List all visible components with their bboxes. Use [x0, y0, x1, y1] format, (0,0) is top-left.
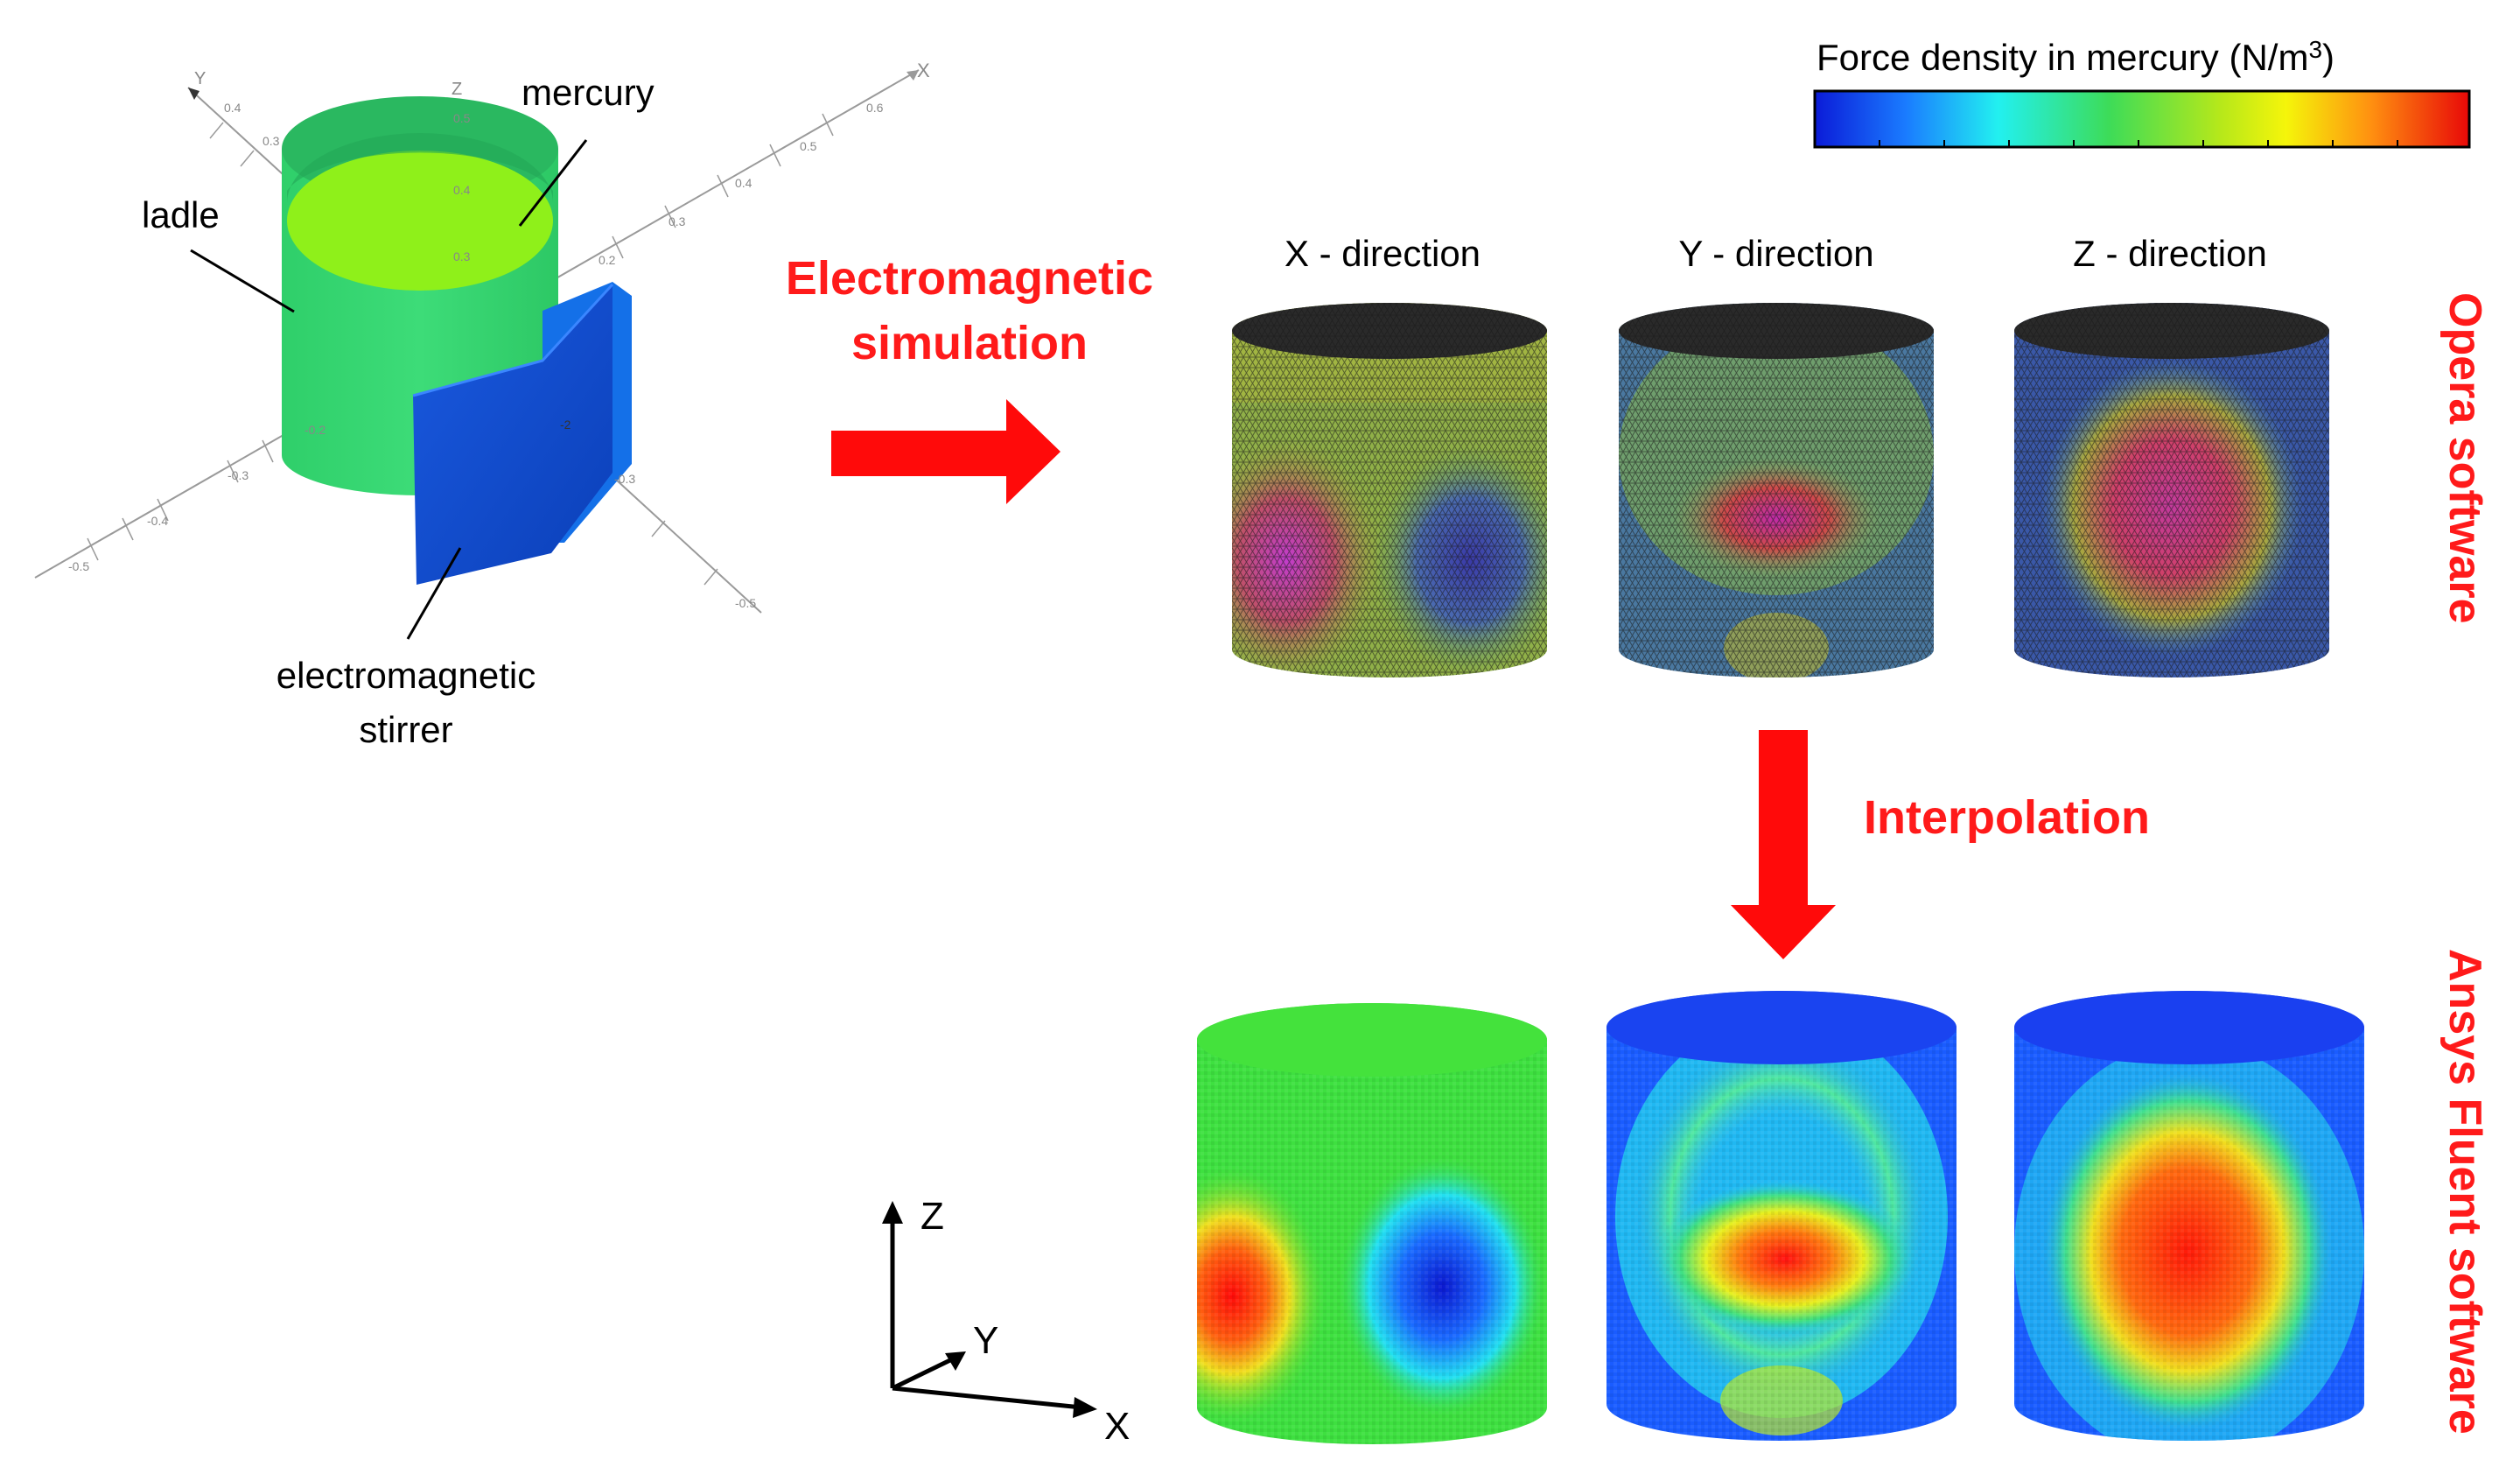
em-simulation-step: Electromagnetic simulation	[786, 252, 1153, 504]
ansys-z-top	[2014, 991, 2364, 1064]
em-simulation-label-line1: Electromagnetic	[786, 252, 1153, 305]
axis-label-y-small: Y	[194, 69, 206, 88]
tick-neg-04: -0.4	[147, 514, 168, 528]
interpolation-label: Interpolation	[1864, 791, 2150, 844]
down-arrow	[1731, 730, 1836, 959]
opera-software-label: Opera software	[2440, 292, 2490, 624]
tick-neg-02: -0.2	[304, 423, 326, 437]
coordinate-axes: Z Y X	[882, 1195, 1130, 1448]
stirrer-label-line2: stirrer	[359, 709, 452, 750]
em-simulation-label-line2: simulation	[851, 317, 1088, 369]
tick-mid: -2	[560, 418, 571, 432]
x-axis-line	[892, 1386, 1082, 1410]
colorbar-ticks	[1879, 140, 2398, 147]
colorbar-title: Force density in mercury (N/m3)	[1816, 36, 2334, 78]
x-axis-label: X	[1104, 1405, 1130, 1448]
tick-x-02: 0.2	[598, 253, 616, 267]
stirrer-front	[413, 284, 612, 585]
colorbar: Force density in mercury (N/m3)	[1813, 36, 2471, 149]
right-arrow	[831, 399, 1060, 504]
mercury-label: mercury	[522, 72, 654, 113]
colorbar-superscript: 3	[2308, 36, 2322, 63]
ansys-software-label: Ansys Fluent software	[2440, 949, 2490, 1435]
colorbar-gradient	[1813, 89, 2471, 149]
ansys-z-cylinder	[2014, 991, 2364, 1441]
tick-x-05: 0.5	[800, 139, 817, 153]
z-axis-label: Z	[920, 1195, 944, 1238]
model-axis-ticks	[87, 113, 834, 586]
ladle-label: ladle	[142, 194, 220, 235]
tick-x-03: 0.3	[668, 214, 686, 228]
stirrer-label-line1: electromagnetic	[276, 655, 536, 696]
ladle-model: Y Z X 0.5 0.4 0.3 0.6 0.5 0.4 0.3 0.2 0.…	[34, 60, 930, 750]
ansys-y-top	[1606, 991, 1956, 1064]
opera-y-cylinder	[1619, 303, 1934, 677]
tick-neg-03: -0.3	[228, 468, 248, 482]
ansys-x-top	[1197, 1003, 1547, 1077]
y-axis-line	[891, 1356, 956, 1391]
axis-label-x-small: X	[917, 60, 930, 81]
ansys-y-cylinder	[1606, 991, 1956, 1441]
mercury-callout-line	[518, 139, 588, 227]
tick-x-06: 0.6	[866, 101, 884, 115]
opera-x-cylinder	[1232, 303, 1547, 677]
mercury-surface	[287, 151, 553, 291]
y-direction-label: Y - direction	[1678, 233, 1873, 274]
z-direction-label: Z - direction	[2073, 233, 2267, 274]
ansys-x-cylinder	[1197, 1003, 1547, 1444]
ladle-callout-line	[190, 249, 295, 313]
axis-label-z-small: Z	[452, 80, 462, 99]
tick-x-04: 0.4	[735, 176, 752, 190]
tick-y-04: 0.4	[224, 101, 242, 115]
tick-right-neg-03: -0.3	[614, 472, 635, 486]
stirrer-callout-line	[406, 547, 462, 640]
tick-z-04: 0.4	[453, 183, 471, 197]
tick-y-03: 0.3	[262, 134, 280, 148]
y-axis-label: Y	[973, 1319, 998, 1362]
x-direction-label: X - direction	[1284, 233, 1480, 274]
tick-right-neg-05: -0.5	[735, 596, 756, 610]
tick-neg-05: -0.5	[68, 559, 89, 573]
opera-z-cylinder	[2014, 303, 2329, 677]
tick-z-03: 0.3	[453, 249, 471, 263]
tick-z-05: 0.5	[453, 111, 471, 125]
